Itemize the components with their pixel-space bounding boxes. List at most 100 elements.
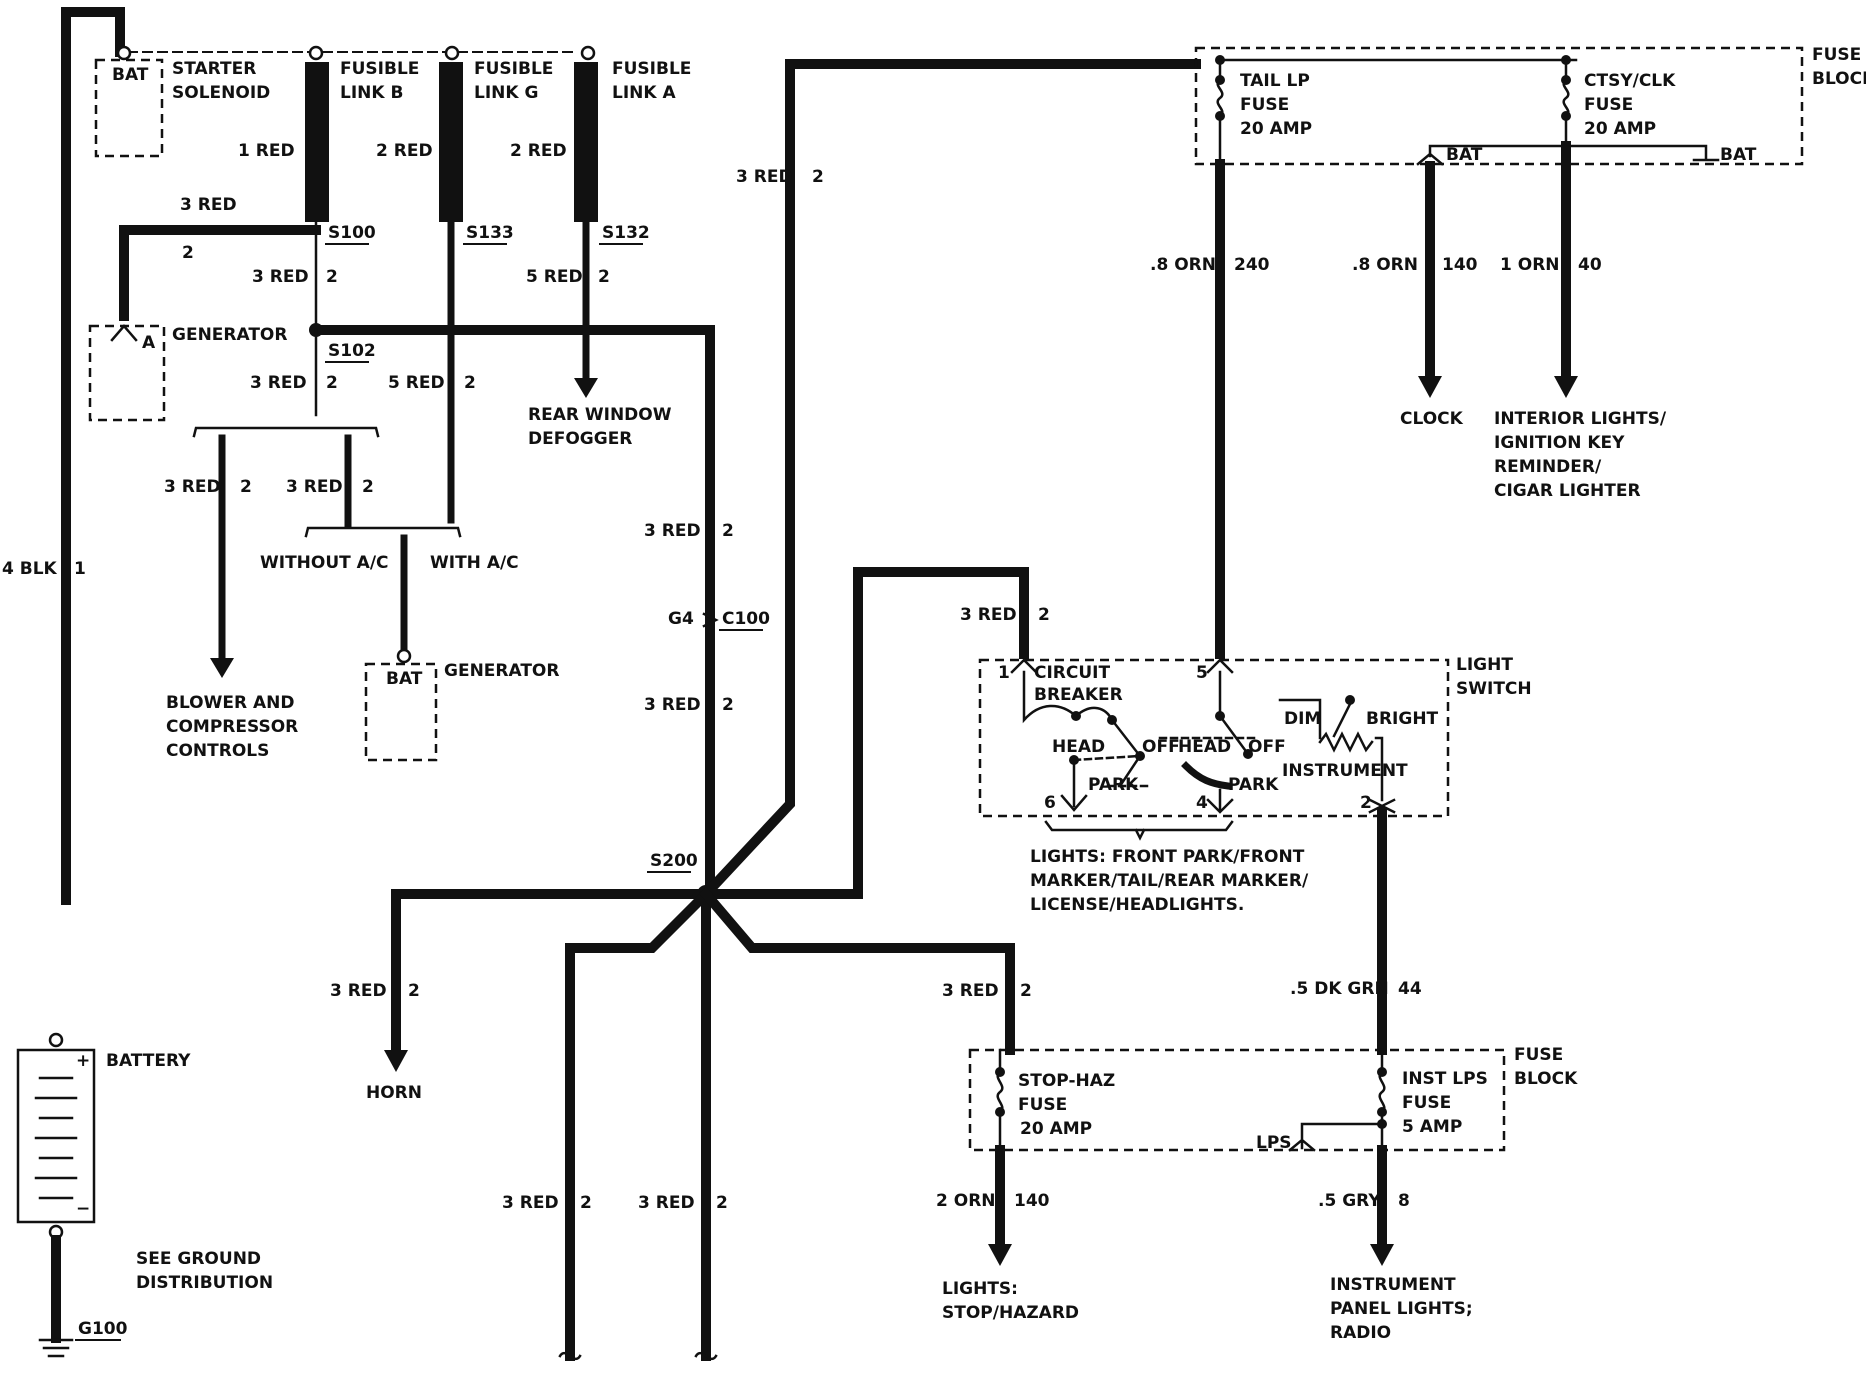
- fusible-link-a: FUSIBLE LINK A 2 RED: [510, 45, 691, 398]
- label-labels-generator: GENERATOR: [172, 325, 287, 345]
- label-wires-w-8orn-140-0: .8 ORN: [1352, 255, 1418, 275]
- label-labels-bright: BRIGHT: [1366, 709, 1439, 729]
- label-labels-fuse-block-1: BLOCK: [1514, 1069, 1578, 1089]
- label-wires-w-4blk-1: 1: [74, 559, 86, 579]
- fusible-link-g: FUSIBLE LINK G 2 RED: [376, 45, 553, 524]
- label-wires-w-3red-gen-1: 2: [182, 243, 194, 263]
- label-labels-pin4: 4: [1196, 793, 1208, 813]
- label-labels-instrument-panel-0: INSTRUMENT: [1330, 1275, 1456, 1295]
- label-labels-lights-front-2: LICENSE/HEADLIGHTS.: [1030, 895, 1244, 915]
- label-labels-blower-0: BLOWER AND: [166, 693, 295, 713]
- wire-label-3red-gen: 3 RED: [180, 195, 237, 215]
- label-labels-gen-a: A: [142, 333, 156, 353]
- label-wires-w-5dkgrn-44-1: 44: [1398, 979, 1422, 999]
- label-labels-g4: G4: [668, 609, 694, 629]
- label-wires-w-3red-fuse-1: 2: [722, 521, 734, 541]
- label-labels-bat: BAT: [112, 65, 149, 85]
- label-labels-ctsy-clk-fuse-0: CTSY/CLK: [1584, 71, 1676, 91]
- wire-label-4blk: 4 BLK: [2, 559, 58, 579]
- label-labels-off: OFF: [1142, 737, 1180, 757]
- label-labels-park: PARK: [1228, 775, 1279, 795]
- label-wires-w-3red-horn-1: 2: [408, 981, 420, 1001]
- label-labels-pin2: 2: [1360, 793, 1372, 813]
- label-labels-ctsy-clk-fuse-2: 20 AMP: [1584, 119, 1656, 139]
- label-labels-head: HEAD: [1178, 737, 1231, 757]
- splice-s133: S133: [466, 223, 514, 243]
- label-wires-w-3red-s102-1: 2: [326, 373, 338, 393]
- label-wires-w-3red-ls-1: 2: [812, 167, 824, 187]
- fuse-block-bottom: STOP-HAZ FUSE 20 AMP INST LPS FUSE 5 AMP…: [968, 1045, 1578, 1153]
- label-wires-w-5red-s132-0: 5 RED: [526, 267, 583, 287]
- label-wires-w-5gry-8-1: 8: [1398, 1191, 1410, 1211]
- label-labels-fusible-link-g-1: LINK G: [474, 83, 538, 103]
- label-wires-w-3red-fuse-0: 3 RED: [644, 521, 701, 541]
- with-ac-label: WITH A/C: [430, 553, 519, 573]
- label-labels-fusible-link-b-1: LINK B: [340, 83, 403, 103]
- label-wires-w-3red-b2-1: 2: [716, 1193, 728, 1213]
- label-labels-fuse-block-0: FUSE: [1514, 1045, 1563, 1065]
- label-labels-blower-1: COMPRESSOR: [166, 717, 298, 737]
- label-labels-bat: BAT: [1720, 145, 1757, 165]
- label-labels-interior-lights-3: CIGAR LIGHTER: [1494, 481, 1641, 501]
- rear-window-defogger-label-1: REAR WINDOW: [528, 405, 672, 425]
- label-wires-w-3red-noac-0: 3 RED: [286, 477, 343, 497]
- label-wires-w-3red-c100a-0: 3 RED: [644, 695, 701, 715]
- starter-solenoid-label-2: SOLENOID: [172, 83, 270, 103]
- label-wires-w-3red-stop-0: 3 RED: [942, 981, 999, 1001]
- label-labels-generator: GENERATOR: [444, 661, 559, 681]
- label-wires-w-3red-c100b-1: 2: [1038, 605, 1050, 625]
- label-labels-bat: BAT: [386, 669, 423, 689]
- label-labels-see-ground-1: DISTRIBUTION: [136, 1273, 273, 1293]
- label-labels-plus: +: [76, 1051, 90, 1071]
- label-labels-interior-lights-2: REMINDER/: [1494, 457, 1602, 477]
- bus-s102-s200: [309, 323, 715, 887]
- label-labels-tail-lp-fuse-1: FUSE: [1240, 95, 1289, 115]
- label-labels-fusible-link-a-1: LINK A: [612, 83, 676, 103]
- label-labels-instrument-panel-2: RADIO: [1330, 1323, 1391, 1343]
- label-labels-light-switch-0: LIGHT: [1456, 655, 1513, 675]
- splice-s200: S200: [384, 59, 1201, 1361]
- label-wires-w-5dkgrn-44-0: .5 DK GRN: [1290, 979, 1389, 999]
- label-wires-w-3red-s100-1: 2: [326, 267, 338, 287]
- label-labels-g100: G100: [78, 1319, 128, 1339]
- wire-label-1red: 1 RED: [238, 141, 295, 161]
- label-labels-head: HEAD: [1052, 737, 1105, 757]
- splice-s100: S100: [328, 223, 376, 243]
- label-wires-w-3red-stop-1: 2: [1020, 981, 1032, 1001]
- label-wires-w-3red-c100b-0: 3 RED: [960, 605, 1017, 625]
- label-wires-w-5red-s133-1: 2: [464, 373, 476, 393]
- label-labels-minus: −: [76, 1199, 90, 1219]
- label-wires-w-3red-horn-0: 3 RED: [330, 981, 387, 1001]
- label-labels-tail-lp-fuse-2: 20 AMP: [1240, 119, 1312, 139]
- label-labels-circuit-breaker-1: BREAKER: [1034, 685, 1123, 705]
- wire-label-2red-g: 2 RED: [376, 141, 433, 161]
- label-wires-w-3red-ls-0: 3 RED: [736, 167, 793, 187]
- label-labels-fusible-link-a-0: FUSIBLE: [612, 59, 691, 79]
- clock-label: CLOCK: [1400, 409, 1464, 429]
- horn-label: HORN: [366, 1083, 422, 1103]
- label-labels-ctsy-clk-fuse-1: FUSE: [1584, 95, 1633, 115]
- label-labels-see-ground-0: SEE GROUND: [136, 1249, 261, 1269]
- label-wires-w-8orn-240-0: .8 ORN: [1150, 255, 1216, 275]
- label-labels-off: OFF: [1248, 737, 1286, 757]
- label-labels-instrument-panel-1: PANEL LIGHTS;: [1330, 1299, 1473, 1319]
- label-labels-stop-haz-fuse-0: STOP-HAZ: [1018, 1071, 1115, 1091]
- label-wires-w-8orn-240-1: 240: [1234, 255, 1270, 275]
- label-wires-w-3red-s100-0: 3 RED: [252, 267, 309, 287]
- label-labels-fusible-link-b-0: FUSIBLE: [340, 59, 419, 79]
- label-labels-interior-lights-0: INTERIOR LIGHTS/: [1494, 409, 1667, 429]
- label-labels-stop-haz-fuse-1: FUSE: [1018, 1095, 1067, 1115]
- label-labels-fuse-block-0: FUSE: [1812, 45, 1861, 65]
- label-labels-circuit-breaker-0: CIRCUIT: [1034, 663, 1110, 683]
- fuse-block-outputs: [1215, 141, 1578, 659]
- label-labels-pin1: 1: [998, 663, 1010, 683]
- label-labels-pin5: 5: [1196, 663, 1208, 683]
- label-labels-lps: LPS: [1256, 1133, 1292, 1153]
- lights-brace: [1044, 820, 1234, 841]
- label-labels-interior-lights-1: IGNITION KEY: [1494, 433, 1625, 453]
- without-ac-label: WITHOUT A/C: [260, 553, 389, 573]
- label-labels-stop-haz-fuse-2: 20 AMP: [1020, 1119, 1092, 1139]
- wire-label-2red-a: 2 RED: [510, 141, 567, 161]
- bottom-outputs: [988, 1145, 1394, 1266]
- battery: + − BATTERY G100 SEE GROUND DISTRIBUTION: [16, 1032, 273, 1358]
